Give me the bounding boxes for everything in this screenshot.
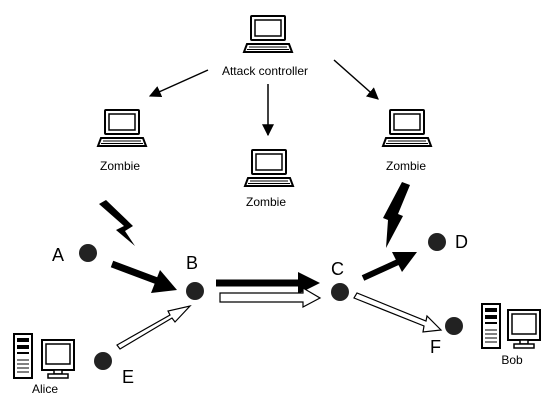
node-d xyxy=(428,233,446,251)
alice-tower-pc-icon xyxy=(13,333,33,379)
node-f xyxy=(445,317,463,335)
zombie-right-laptop-icon xyxy=(382,109,432,147)
attack-controller-laptop-icon xyxy=(243,15,293,53)
lightning-right-icon xyxy=(383,182,410,248)
zombie-right-label: Zombie xyxy=(386,159,426,173)
attack-controller-label: Attack controller xyxy=(222,64,308,78)
zombie-left-laptop-icon xyxy=(97,109,147,147)
bob-tower-pc-icon xyxy=(481,303,501,349)
node-c-label: C xyxy=(331,259,344,279)
lightning-left-icon xyxy=(99,200,135,246)
attack-arrow-a-to-b xyxy=(110,260,177,293)
arrow-controller-to-right-zombie xyxy=(333,59,379,100)
node-a-label: A xyxy=(52,245,64,265)
attack-arrow-c-to-d xyxy=(361,252,417,281)
node-c xyxy=(331,283,349,301)
legit-arrow-b-to-c xyxy=(219,286,322,308)
node-a xyxy=(79,244,97,262)
node-b-label: B xyxy=(186,253,198,273)
arrow-controller-to-left-zombie xyxy=(148,69,209,98)
node-f-label: F xyxy=(430,337,441,357)
bob-monitor-icon xyxy=(507,309,541,349)
node-e-label: E xyxy=(122,367,134,387)
zombie-left-label: Zombie xyxy=(100,159,140,173)
zombie-center-laptop-icon xyxy=(244,149,294,187)
legit-arrow-c-to-f xyxy=(353,292,443,333)
legit-arrow-e-to-b xyxy=(116,304,192,350)
node-e xyxy=(94,352,112,370)
node-b xyxy=(186,282,204,300)
node-d-label: D xyxy=(455,232,468,252)
zombie-center-label: Zombie xyxy=(246,195,286,209)
bob-label: Bob xyxy=(501,353,523,367)
alice-label: Alice xyxy=(32,382,58,396)
alice-monitor-icon xyxy=(41,339,75,379)
